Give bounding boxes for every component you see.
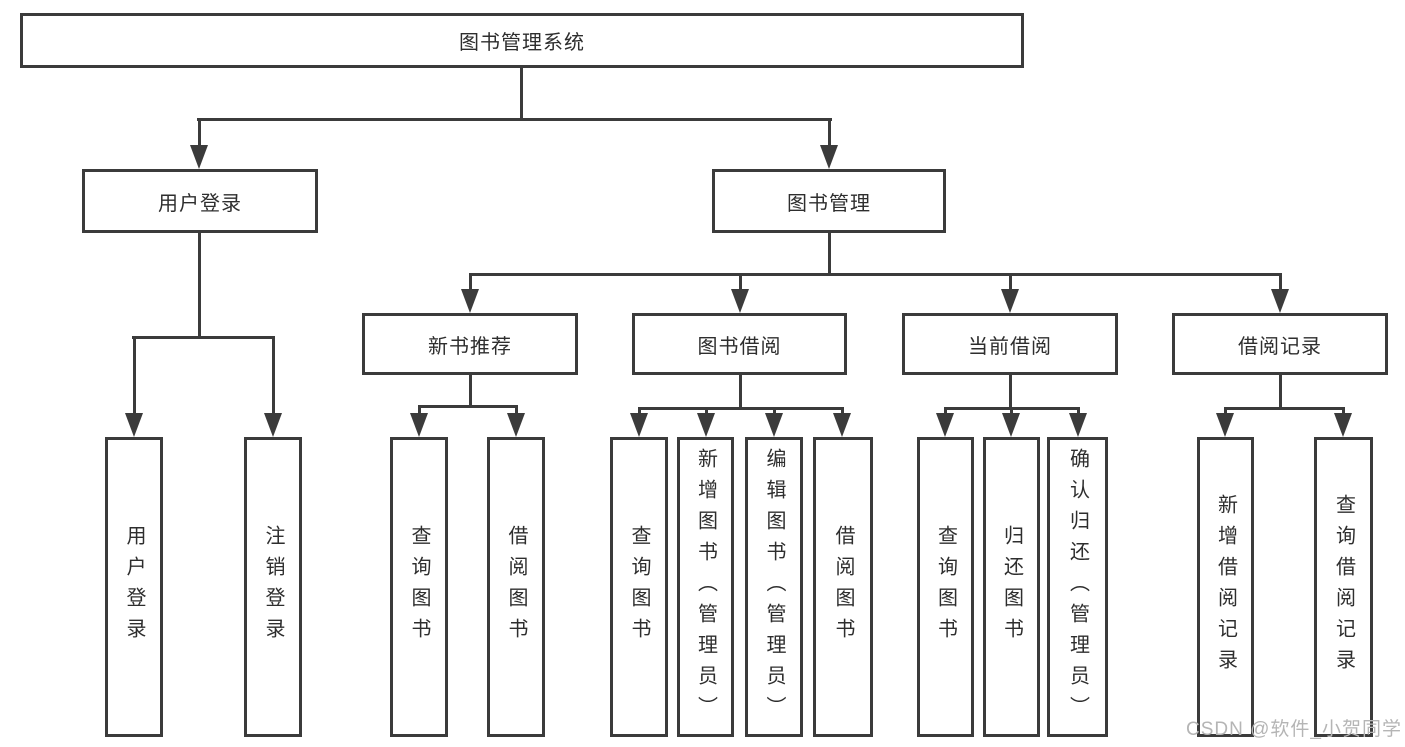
connector-line [638, 407, 844, 410]
node-book-borrowing: 图书借阅 [632, 313, 847, 375]
node-book-management: 图书管理 [712, 169, 946, 233]
connector-line [705, 407, 708, 416]
connector-root-stem [520, 68, 523, 118]
connector-line [739, 375, 742, 407]
node-label: 图书管理系统 [459, 32, 585, 54]
arrow-down-icon [1216, 413, 1234, 437]
connector-line [1342, 407, 1345, 416]
node-label: 图书借阅 [697, 335, 782, 358]
connector-line [773, 407, 776, 416]
leaf-add-book-admin: 新增图书（管理员） [677, 437, 734, 737]
leaf-user-login: 用户登录 [105, 437, 163, 737]
leaf-label: 用户登录 [123, 525, 145, 649]
arrow-down-icon [1001, 289, 1019, 313]
arrow-down-icon [697, 413, 715, 437]
leaf-label: 归还图书 [1000, 525, 1023, 649]
leaf-logout: 注销登录 [244, 437, 302, 737]
connector-line [1077, 407, 1080, 416]
connector-line [739, 273, 742, 292]
connector-level3-distributor [469, 273, 1281, 276]
arrow-down-icon [125, 413, 143, 437]
connector-line [828, 233, 831, 273]
leaf-label: 新增图书（管理员） [694, 447, 717, 727]
connector-line [418, 405, 421, 416]
leaf-confirm-return-admin: 确认归还（管理员） [1047, 437, 1108, 737]
leaf-label: 借阅图书 [505, 525, 527, 649]
arrow-down-icon [630, 413, 648, 437]
node-label: 新书推荐 [428, 335, 512, 358]
leaf-query-books-current: 查询图书 [917, 437, 974, 737]
arrow-down-icon [461, 289, 479, 313]
arrow-down-icon [833, 413, 851, 437]
leaf-label: 查询借阅记录 [1332, 494, 1355, 680]
arrow-down-icon [1271, 289, 1289, 313]
node-label: 当前借阅 [968, 335, 1052, 358]
leaf-label: 借阅图书 [832, 525, 854, 649]
connector-line [272, 336, 275, 416]
connector-line [469, 375, 472, 405]
node-library-management-system: 图书管理系统 [20, 13, 1024, 68]
leaf-return-book: 归还图书 [983, 437, 1040, 737]
connector-line [638, 407, 641, 416]
arrow-down-icon [190, 145, 208, 169]
leaf-add-borrow-record: 新增借阅记录 [1197, 437, 1254, 737]
arrow-down-icon [410, 413, 428, 437]
connector-line [1279, 375, 1282, 407]
leaf-label: 编辑图书（管理员） [763, 447, 785, 727]
connector-line [132, 336, 275, 339]
connector-line [944, 407, 947, 416]
connector-line [1009, 375, 1012, 407]
node-label: 图书管理 [787, 192, 871, 215]
leaf-query-books-recommend: 查询图书 [390, 437, 448, 737]
node-label: 用户登录 [158, 192, 242, 215]
arrow-down-icon [820, 145, 838, 169]
arrow-down-icon [936, 413, 954, 437]
leaf-borrow-books: 借阅图书 [813, 437, 873, 737]
arrow-down-icon [765, 413, 783, 437]
arrow-down-icon [1069, 413, 1087, 437]
leaf-label: 注销登录 [262, 525, 284, 649]
connector-line [469, 273, 472, 292]
leaf-label: 查询图书 [408, 525, 430, 649]
leaf-query-borrow-record: 查询借阅记录 [1314, 437, 1373, 737]
connector-line [828, 118, 831, 147]
leaf-label: 查询图书 [934, 525, 957, 649]
leaf-query-books-borrowing: 查询图书 [610, 437, 668, 737]
node-label: 借阅记录 [1238, 335, 1322, 358]
leaf-label: 查询图书 [628, 525, 650, 649]
connector-line [198, 233, 201, 336]
leaf-edit-book-admin: 编辑图书（管理员） [745, 437, 803, 737]
csdn-watermark: CSDN @软件_小贺同学 [1186, 719, 1402, 740]
leaf-borrow-books-recommend: 借阅图书 [487, 437, 545, 737]
connector-line [418, 405, 518, 408]
arrow-down-icon [1334, 413, 1352, 437]
arrow-down-icon [731, 289, 749, 313]
connector-line [198, 118, 201, 147]
arrow-down-icon [264, 413, 282, 437]
connector-line [841, 407, 844, 416]
arrow-down-icon [507, 413, 525, 437]
connector-line [515, 405, 518, 416]
connector-line [1279, 273, 1282, 292]
node-user-login: 用户登录 [82, 169, 318, 233]
node-current-borrowing: 当前借阅 [902, 313, 1118, 375]
connector-line [133, 336, 136, 416]
node-borrowing-records: 借阅记录 [1172, 313, 1388, 375]
node-new-book-recommend: 新书推荐 [362, 313, 578, 375]
connector-line [1224, 407, 1345, 410]
connector-line [1009, 273, 1012, 292]
connector-line [1010, 407, 1013, 416]
connector-line [1224, 407, 1227, 416]
connector-level2-distributor [197, 118, 832, 121]
leaf-label: 新增借阅记录 [1214, 494, 1237, 680]
leaf-label: 确认归还（管理员） [1066, 447, 1089, 727]
arrow-down-icon [1002, 413, 1020, 437]
